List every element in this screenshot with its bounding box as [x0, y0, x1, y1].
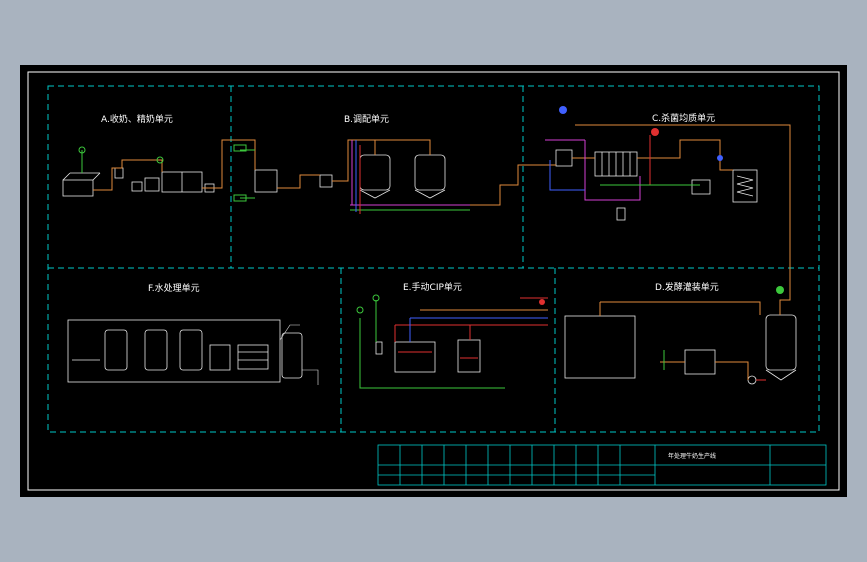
title-block-project-title: 年处理牛奶生产线 [668, 452, 716, 460]
instrument-icon [776, 286, 784, 294]
unit-a-title: A.收奶、精奶单元 [101, 113, 173, 125]
instrument-icon [156, 156, 164, 164]
unit-borders [47, 85, 820, 433]
label-icon [233, 144, 247, 152]
instrument-icon [651, 128, 659, 136]
unit-e-equipment [375, 339, 481, 373]
unit-a-pipes [81, 139, 231, 191]
unit-e-pipes [359, 297, 548, 389]
title-block [377, 444, 827, 486]
instrument-icon [717, 155, 723, 161]
unit-f-title: F.水处理单元 [148, 282, 200, 294]
instrument-icon [559, 106, 567, 114]
unit-d-title: D.发酵灌装单元 [655, 281, 719, 293]
unit-a-equipment [62, 167, 215, 197]
drawing-sheet [20, 65, 847, 497]
unit-b-pipes [231, 139, 540, 214]
outer-frame [27, 71, 840, 491]
instrument-icon [356, 306, 364, 314]
label-icon [233, 194, 247, 202]
instrument-icon [372, 294, 380, 302]
unit-f-equipment [67, 319, 303, 383]
unit-b-title: B.调配单元 [344, 113, 389, 125]
unit-c-title: C.杀菌均质单元 [652, 112, 715, 124]
unit-c-pipes [540, 124, 791, 268]
instrument-icon [78, 146, 86, 154]
unit-d-pipes [599, 268, 791, 381]
unit-f-pipes [279, 324, 319, 385]
unit-c-equipment [555, 149, 758, 221]
unit-e-title: E.手动CIP单元 [403, 281, 462, 293]
instrument-icon [539, 299, 545, 305]
